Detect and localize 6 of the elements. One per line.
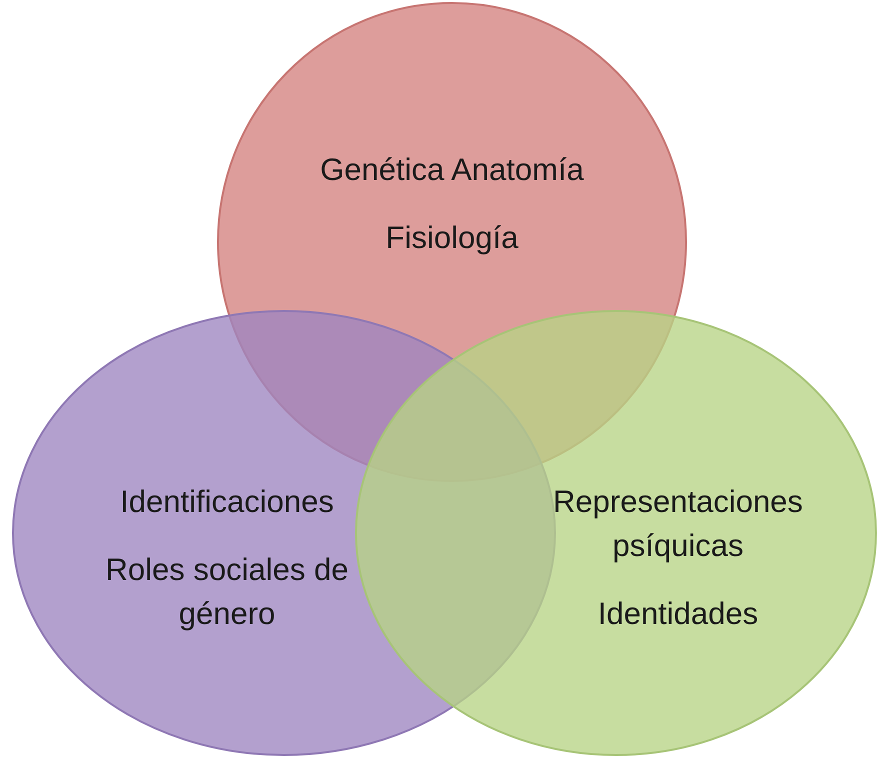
circle-label: Representaciones psíquicas <box>552 483 804 565</box>
circle-label: Identificaciones <box>119 483 335 521</box>
circle-label: Roles sociales de género <box>104 551 350 633</box>
circle-label: Fisiología <box>384 219 520 257</box>
circle-label: Identidades <box>596 595 760 633</box>
circle-label: Genética Anatomía <box>319 151 585 189</box>
